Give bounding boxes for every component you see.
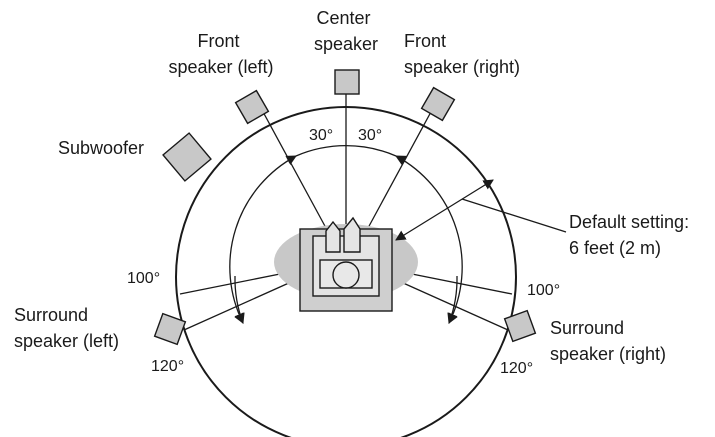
surround-left-speaker-label: Surround speaker (left)	[14, 305, 119, 351]
distance-arrow	[395, 179, 494, 241]
distance-leader	[461, 198, 567, 233]
arc-front-mid	[295, 145, 397, 157]
default-setting-label: Default setting: 6 feet (2 m)	[569, 212, 694, 258]
angle-front-right: 30°	[358, 127, 382, 144]
angle-surround-right-120: 120°	[500, 360, 533, 377]
front-right-speaker-label: Front speaker (right)	[404, 31, 520, 77]
front-left-speaker-label: Front speaker (left)	[168, 31, 273, 77]
surround-right-speaker	[503, 309, 537, 343]
default-distance-indicator	[395, 179, 567, 241]
angle-surround-right-100: 100°	[527, 282, 560, 299]
surround-left-speaker	[153, 312, 187, 346]
subwoofer-label: Subwoofer	[58, 138, 144, 158]
listener-seat	[299, 216, 393, 312]
center-speaker	[334, 69, 360, 95]
front-left-speaker	[234, 89, 270, 125]
arc-left	[229, 155, 297, 324]
front-right-speaker	[420, 86, 456, 122]
center-speaker-label: Center speaker	[314, 8, 378, 54]
speakers	[153, 69, 537, 346]
angle-surround-left-120: 120°	[151, 358, 184, 375]
listener-head	[332, 261, 360, 289]
arc-right	[395, 155, 463, 324]
subwoofer-speaker	[162, 132, 212, 182]
angle-front-left: 30°	[309, 127, 333, 144]
arc-surround-right-small	[447, 275, 458, 324]
surround-right-speaker-label: Surround speaker (right)	[550, 318, 666, 364]
arc-surround-left-small	[234, 275, 245, 324]
angle-surround-left-100: 100°	[127, 270, 160, 287]
listener-hands	[325, 216, 361, 253]
